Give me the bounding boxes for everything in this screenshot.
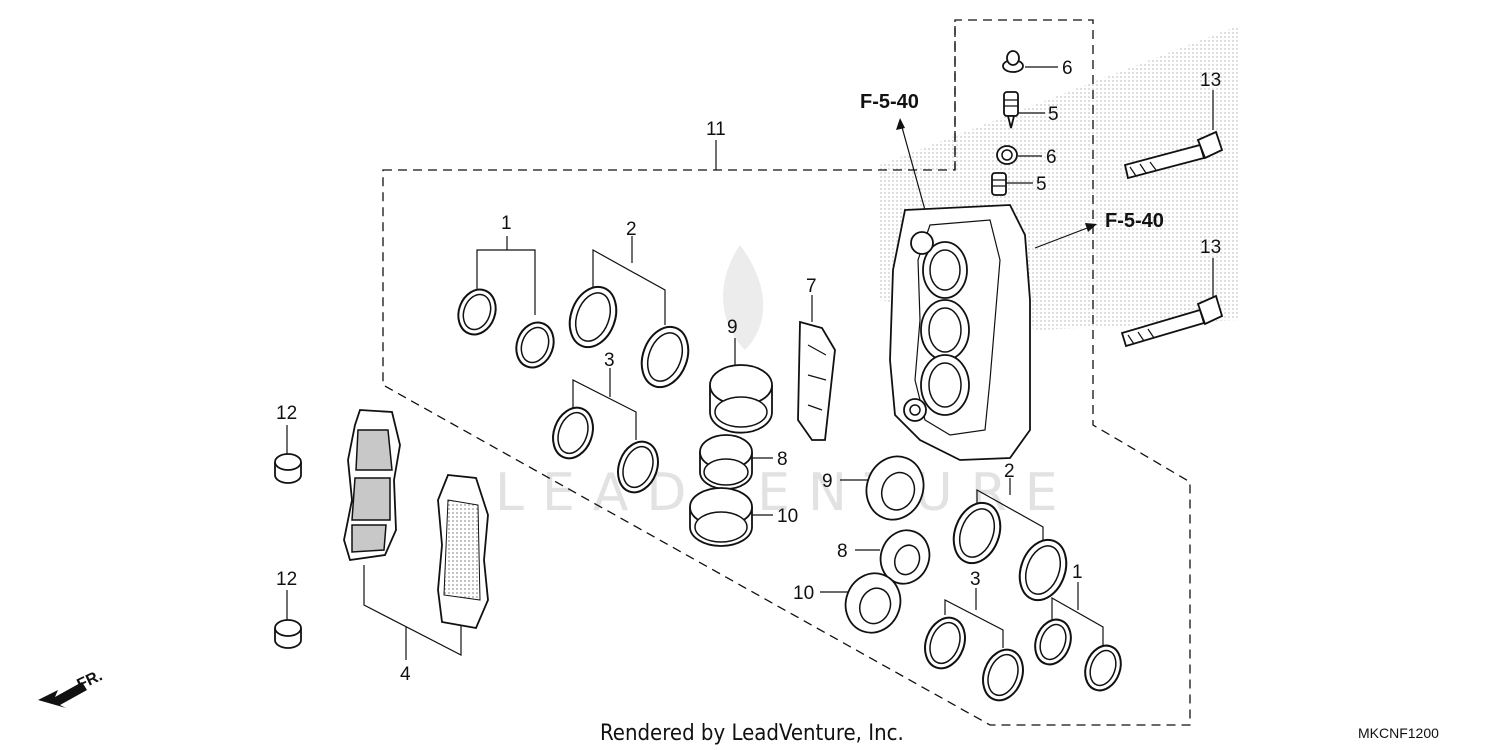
label-7: 7 bbox=[806, 276, 817, 297]
piston-seal bbox=[568, 285, 618, 349]
dust-seal bbox=[552, 406, 594, 460]
brake-pads bbox=[343, 409, 489, 630]
label-8: 8 bbox=[777, 449, 788, 470]
bolt-lower bbox=[1120, 294, 1224, 348]
label-9: 9 bbox=[727, 317, 738, 338]
caliper-body bbox=[889, 204, 1031, 461]
piston-9 bbox=[709, 364, 773, 434]
piston-seal bbox=[515, 321, 555, 369]
watermark: LEADVENTURE bbox=[495, 245, 1058, 523]
bleeder-cap-lower bbox=[996, 145, 1018, 165]
pistons-lower bbox=[844, 455, 931, 634]
label-1: 1 bbox=[501, 213, 512, 234]
seal-group-upper bbox=[457, 285, 690, 494]
label-4: 4 bbox=[400, 664, 411, 685]
part-labels: 11 1 2 3 9 7 8 10 12 12 4 9 8 10 2 3 1 6… bbox=[276, 58, 1221, 685]
label-13: 13 bbox=[1200, 237, 1221, 258]
label-8: 8 bbox=[837, 541, 848, 562]
label-6: 6 bbox=[1062, 58, 1073, 79]
leader-lines bbox=[286, 66, 1214, 660]
bolt-upper bbox=[1123, 130, 1224, 180]
footer-credit: Rendered by LeadVenture, Inc. bbox=[600, 721, 904, 746]
pin-bottom bbox=[274, 619, 302, 649]
dust-seal bbox=[617, 440, 659, 494]
label-1: 1 bbox=[1072, 562, 1083, 583]
label-13: 13 bbox=[1200, 70, 1221, 91]
piston-9b bbox=[865, 455, 925, 521]
bleeder-screw-upper bbox=[1003, 91, 1019, 129]
label-5: 5 bbox=[1036, 174, 1047, 195]
bleeder-cap-upper bbox=[1002, 50, 1024, 73]
pin-top bbox=[274, 453, 302, 484]
label-3: 3 bbox=[970, 569, 981, 590]
label-9: 9 bbox=[822, 471, 833, 492]
front-marker-label: FR. bbox=[75, 667, 106, 693]
label-10: 10 bbox=[777, 506, 798, 527]
seal-group-lower bbox=[924, 501, 1122, 702]
label-2: 2 bbox=[626, 219, 637, 240]
label-11: 11 bbox=[706, 119, 726, 140]
piston-seal bbox=[457, 288, 497, 336]
diagram-code: MKCNF1200 bbox=[1358, 725, 1439, 741]
pistons-upper bbox=[689, 364, 773, 547]
piston-10b bbox=[844, 572, 902, 634]
bleeder-screw-lower bbox=[991, 172, 1007, 196]
piston-8b bbox=[879, 529, 931, 585]
label-12: 12 bbox=[276, 569, 297, 590]
pad-spring bbox=[797, 320, 836, 441]
label-12: 12 bbox=[276, 403, 297, 424]
label-3: 3 bbox=[604, 350, 615, 371]
label-5: 5 bbox=[1048, 104, 1059, 125]
piston-seal bbox=[640, 325, 690, 389]
label-10: 10 bbox=[793, 583, 814, 604]
label-6: 6 bbox=[1046, 147, 1057, 168]
front-arrow: FR. bbox=[38, 667, 105, 708]
piston-10 bbox=[689, 487, 753, 547]
piston-8 bbox=[699, 434, 753, 490]
ref-callout-right: F-5-40 bbox=[1105, 210, 1164, 232]
label-2: 2 bbox=[1004, 461, 1015, 482]
ref-callout-top: F-5-40 bbox=[860, 91, 919, 113]
